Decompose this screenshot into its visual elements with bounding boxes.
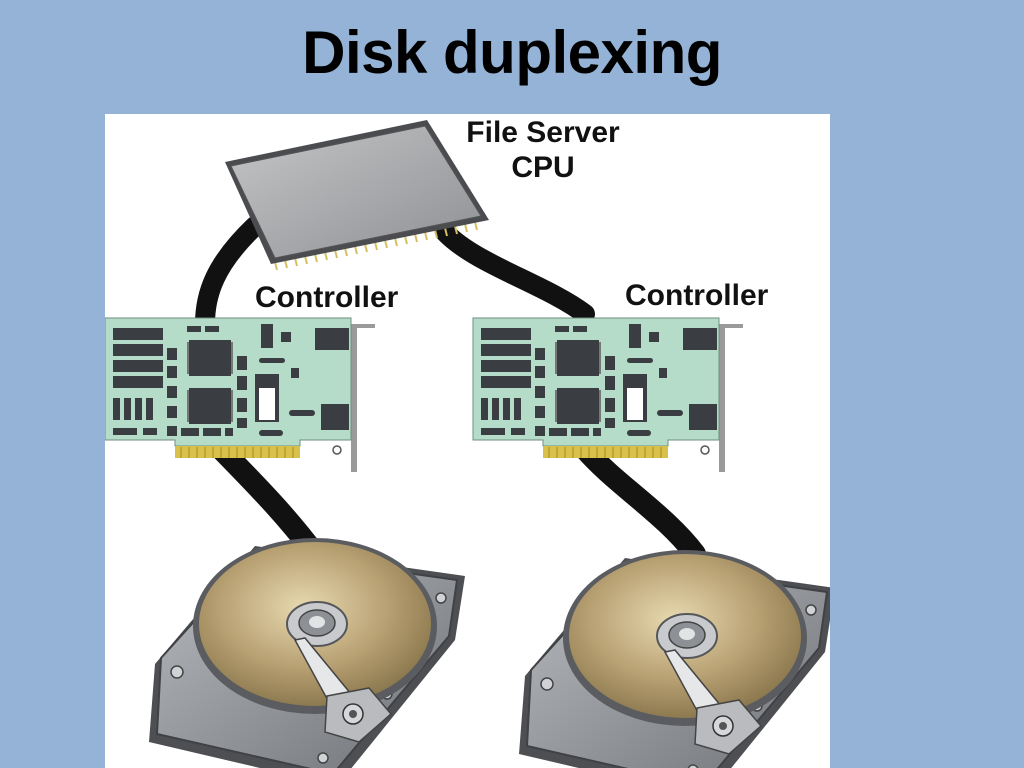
file-server-label-line1: File Server [466, 116, 620, 149]
cable-icon [574, 438, 706, 565]
hard-drive-icon [148, 537, 466, 768]
controller-right-label: Controller [625, 279, 769, 312]
diagram-panel: File Server CPU Controller Controller [105, 114, 830, 768]
cable-icon [195, 216, 265, 334]
controller-card-icon [105, 317, 376, 473]
cables [195, 216, 706, 565]
diagram-canvas [105, 120, 830, 768]
hard-drive-icon [518, 549, 830, 768]
cable-icon [210, 438, 326, 565]
file-server-label-line2: CPU [511, 150, 575, 184]
slide-title: Disk duplexing [302, 19, 722, 86]
file-server-label: File Server CPU [443, 116, 643, 185]
cable-icon [435, 222, 595, 324]
cpu-icon [225, 120, 489, 271]
controller-left-label: Controller [255, 281, 399, 314]
controller-card-icon [472, 317, 744, 473]
